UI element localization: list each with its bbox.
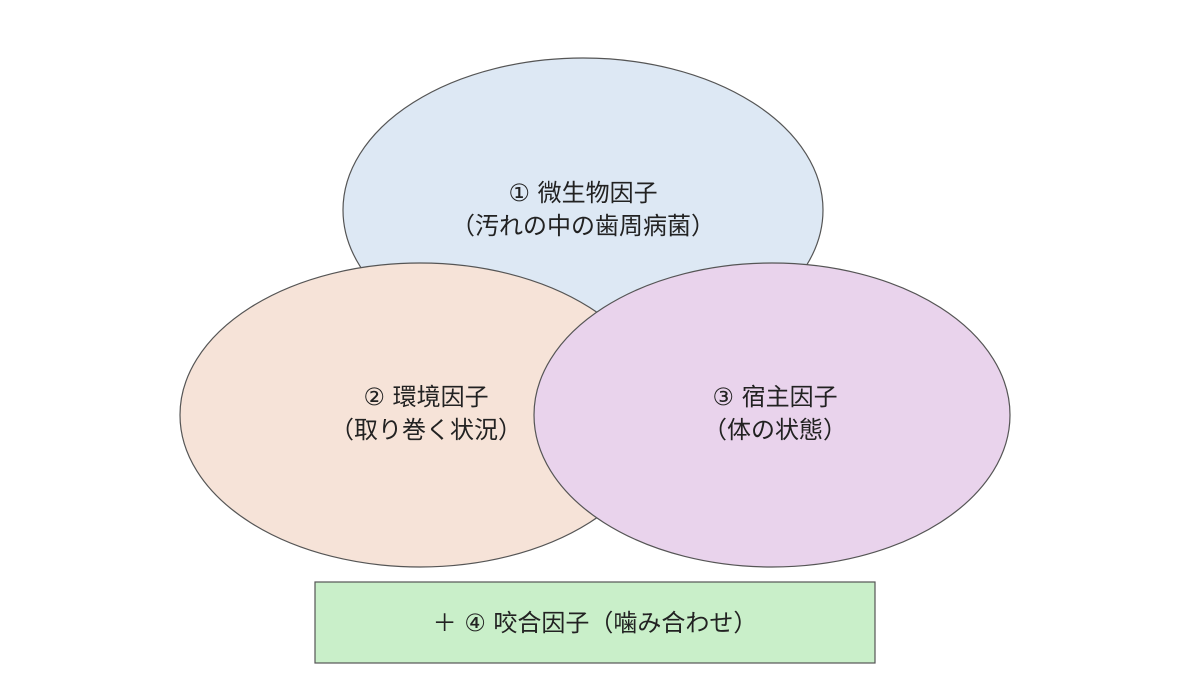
host-factor-title: ③ 宿主因子: [712, 383, 837, 411]
environment-factor-title: ② 環境因子: [363, 383, 488, 411]
microbial-factor-title: ① 微生物因子: [508, 179, 657, 207]
occlusion-factor-box: [314, 581, 876, 664]
host-factor-ellipse: [533, 262, 1011, 568]
environment-factor-subtitle: （取り巻く状況）: [330, 416, 522, 444]
host-factor-subtitle: （体の状態）: [703, 416, 847, 444]
occlusion-factor-label: ＋ ④ 咬合因子（噛み合わせ）: [433, 609, 758, 637]
microbial-factor-subtitle: （汚れの中の歯周病菌）: [451, 212, 715, 240]
